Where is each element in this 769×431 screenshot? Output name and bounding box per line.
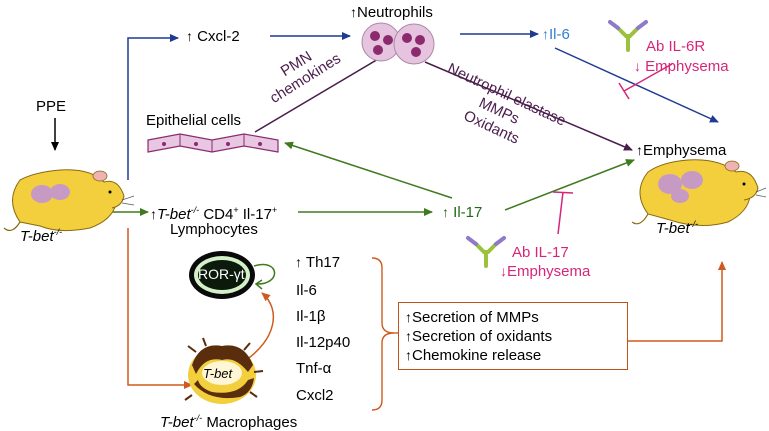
cytokine-il1b: Il-1β — [296, 308, 326, 325]
ab-il6r-label: Ab IL-6R — [646, 38, 706, 55]
emphysema-main-label: ↑Emphysema — [636, 142, 727, 159]
cytokine-bracket — [371, 257, 395, 411]
cxcl2-label: ↑ Cxcl-2 — [186, 28, 240, 45]
effect-mmps: ↑Secretion of MMPs — [405, 309, 539, 326]
macrophages-label: T-bet-/- Macrophages — [160, 413, 298, 431]
neutrophils-label: ↑Neutrophils — [350, 4, 433, 21]
antibody-icon — [608, 20, 648, 52]
tbet-superscript: -/- — [53, 227, 63, 237]
effect-chemokine: ↑Chemokine release — [405, 347, 542, 364]
inhibition-il17-line — [557, 191, 564, 235]
antibody-icon — [466, 236, 506, 268]
effects-box: ↑Secretion of MMPs ↑Secretion of oxidant… — [398, 302, 628, 370]
cytokine-il12p40: Il-12p40 — [296, 334, 351, 351]
orange-arrow-ror — [245, 292, 275, 361]
inhibition-il17-bar — [552, 191, 574, 194]
mouse-left-label: T-bet-/- — [20, 224, 62, 245]
il17-label: ↑ Il-17 — [442, 204, 483, 221]
inhibition-il6r-bar — [618, 82, 630, 100]
emphysema-il17-label: ↓Emphysema — [500, 263, 591, 280]
ab-il17-label: Ab IL-17 — [512, 244, 569, 261]
purple-arrow-pmn — [254, 51, 391, 133]
mouse-right-label: T-bet-/- — [656, 219, 699, 237]
blue-arrow-cxcl2 — [127, 34, 179, 180]
epithelial-cells-label: Epithelial cells — [146, 112, 242, 129]
il6-label: ↑Il-6 — [542, 26, 570, 43]
cytokine-il6: Il-6 — [296, 282, 317, 299]
inhibition-il6r-line — [623, 63, 673, 92]
blue-arrow-emphysema — [554, 47, 719, 123]
orange-arrow-macrophage — [127, 228, 193, 389]
tbet-cell-label: T-bet — [203, 366, 233, 381]
tbet-label: T-bet — [20, 228, 54, 245]
green-arrow-epithelial — [284, 141, 453, 199]
emphysema-il6r-label: ↓ Emphysema — [634, 58, 729, 75]
purple-arrow-elastase — [424, 61, 633, 151]
lymphocytes-label: ↑T-bet-/- CD4+ Il-17+ — [150, 205, 278, 223]
ppe-label: PPE — [36, 98, 67, 115]
orange-arrow-emphysema — [628, 261, 726, 342]
cytokine-cxcl2: Cxcl2 — [296, 387, 334, 404]
cytokine-tnfa: Tnf-α — [296, 360, 332, 377]
lymphocyte-icon — [189, 251, 276, 299]
green-arrow-emphysema — [504, 159, 635, 211]
lymphocytes-line2: Lymphocytes — [170, 221, 258, 238]
mouse-icon — [3, 169, 135, 232]
effect-oxidants: ↑Secretion of oxidants — [405, 328, 553, 345]
mouse-icon — [631, 159, 767, 226]
macrophage-icon — [184, 337, 264, 404]
epithelial-cells-icon — [147, 133, 279, 153]
neutrophil-icon — [361, 22, 435, 65]
ror-gammat-label: ROR-γt — [198, 266, 245, 282]
cytokine-th17: ↑ Th17 — [295, 254, 341, 271]
